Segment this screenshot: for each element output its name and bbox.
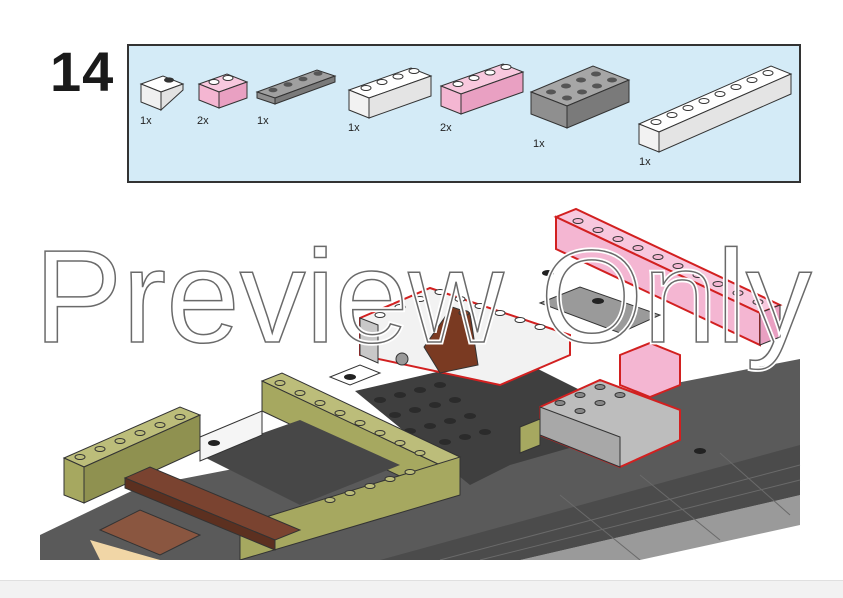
part-qty: 2x — [440, 122, 452, 134]
brick-1x8-icon — [637, 65, 793, 153]
brick-1x4-icon — [439, 63, 525, 115]
part-qty: 1x — [348, 122, 360, 134]
part-brick-1x4-white — [347, 62, 433, 122]
part-qty: 1x — [257, 115, 269, 127]
brick-1x2-icon — [197, 73, 249, 109]
part-brick-1x4-pink — [439, 58, 525, 118]
assembly-illustration — [40, 207, 801, 560]
part-brick-1x2-pink — [197, 68, 249, 112]
part-slope-white — [139, 68, 185, 114]
part-brick-2x4-gray — [529, 58, 633, 136]
page-footer-band — [0, 580, 843, 598]
plate-1x4-icon — [255, 69, 337, 105]
part-qty: 1x — [533, 138, 545, 150]
part-qty: 1x — [140, 115, 152, 127]
brick-1x4-icon — [347, 67, 433, 119]
brick-2x4-icon — [529, 65, 631, 129]
part-qty: 2x — [197, 115, 209, 127]
parts-list-panel: 1x 2x 1x — [127, 44, 801, 183]
step-number: 14 — [50, 40, 115, 103]
part-qty: 1x — [639, 156, 651, 168]
part-plate-1x4-gray — [255, 66, 337, 106]
slope-brick-icon — [139, 75, 185, 112]
part-brick-1x8-white — [637, 60, 793, 154]
